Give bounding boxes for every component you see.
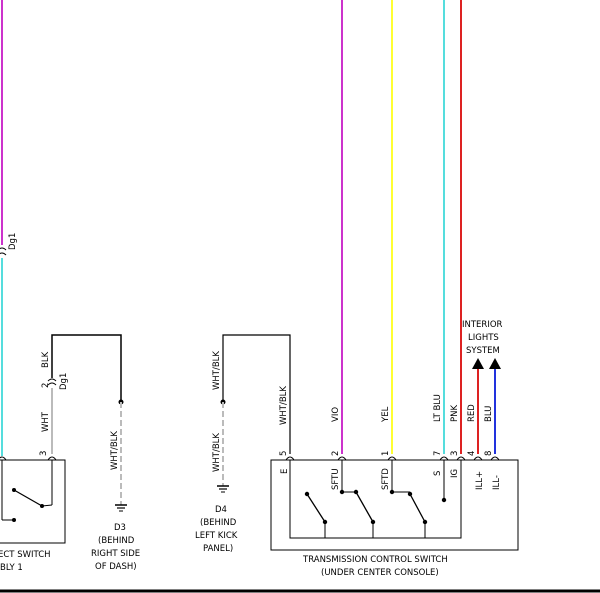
d3-location-1: (BEHIND [98,536,135,546]
tcs-pin-4: 4 [467,451,477,456]
tcs-pin-5: 5 [279,451,289,456]
interior-lights-line-3: SYSTEM [466,346,500,356]
tcs-box [270,459,519,551]
red-arrow-icon [472,358,484,369]
left-switch-label-1: ECT SWITCH [0,550,51,560]
left-switch-terminal-b [47,456,57,461]
pin-3-label: 3 [39,451,49,456]
wire-wht-label: WHT [41,411,51,432]
d4-location-2: LEFT KICK [195,531,238,541]
left-switch-label-2: BLY 1 [0,563,23,573]
tcs-terminal-ill-minus: ILL- [492,475,502,490]
d4-upper-wire [222,334,291,454]
pin-2-label: 2 [41,383,51,388]
d3-ground-icon [115,504,127,512]
d4-location-1: (BEHIND [200,518,237,528]
left-switch-terminal-a [0,456,7,461]
d3-location-2: RIGHT SIDE [91,549,140,559]
connector-dg1-mark [47,378,57,386]
left-switch-box [0,459,66,544]
tcs-switch-blades [306,491,426,523]
tcs-terminal-ig: IG [450,469,460,478]
left-edge-connector-mark [0,247,7,256]
tcs-pin-1: 1 [381,451,391,456]
d4-location-3: PANEL) [203,544,233,554]
left-edge-connector-label: Dg1 [8,233,18,250]
tcs-terminal-ill-plus: ILL+ [475,471,485,490]
tcs-terminal-s: S [433,471,443,476]
tcs-pin-7: 7 [433,451,443,456]
tcs-wire-red-label: RED [467,404,477,422]
tcs-wire-vio-label: VIO [331,407,341,422]
left-switch-contact-1 [12,488,16,492]
blu-arrow-icon [489,358,501,369]
tcs-pin-8: 8 [484,451,494,456]
tcs-terminal-sftu: SFTU [331,468,341,490]
connector-dg1-lower-label: Dg1 [59,373,69,390]
tcs-terminal-sftd: SFTD [381,468,391,490]
tcs-terminal-arcs [285,456,500,461]
d3-location-3: OF DASH) [95,562,137,572]
left-switch-blade [13,489,43,507]
wire-blk-label: BLK [41,351,51,368]
tcs-wire-ltblu-label: LT BLU [433,394,443,422]
d4-ground-icon [217,485,229,493]
tcs-terminal-e: E [280,469,290,474]
tcs-wire-yel-label: YEL [381,406,391,423]
interior-lights-line-1: INTERIOR [462,320,503,330]
left-switch-contact-2 [40,504,44,508]
tcs-label-1: TRANSMISSION CONTROL SWITCH [302,555,448,565]
tcs-label-2: (UNDER CENTER CONSOLE) [321,568,439,578]
d4-upper-wire-label: WHT/BLK [212,351,222,390]
wire-blk [51,334,122,402]
d3-wire-label: WHT/BLK [110,431,120,470]
d4-lower-wire-label: WHT/BLK [212,433,222,472]
d3-id: D3 [114,523,126,533]
tcs-wire-pnk-label: PNK [450,405,460,422]
tcs-wire-blu-label: BLU [484,406,494,422]
left-switch-contact-3 [12,518,16,522]
interior-lights-line-2: LIGHTS [468,333,499,343]
tcs-pin-2: 2 [331,451,341,456]
d4-id: D4 [215,505,227,515]
tcs-switch-contacts [304,489,447,525]
tcs-internal-wiring [289,460,462,539]
tcs-wire-5-label: WHT/BLK [279,386,289,425]
tcs-pin-3: 3 [450,451,460,456]
